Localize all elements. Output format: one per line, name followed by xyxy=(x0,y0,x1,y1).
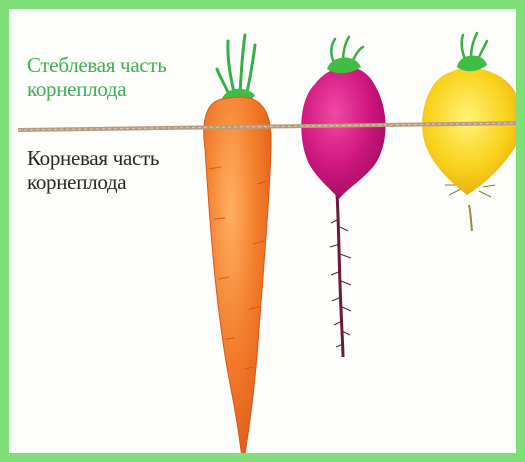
root-part-label: Корневая часть корнеплода xyxy=(27,146,159,194)
turnip-icon xyxy=(422,33,522,231)
stem-part-label-line1: Стеблевая часть xyxy=(27,53,167,77)
beet-icon xyxy=(301,37,385,357)
root-part-label-line1: Корневая часть xyxy=(27,146,159,170)
stem-part-label: Стеблевая часть корнеплода xyxy=(27,53,167,101)
carrot-icon xyxy=(204,35,271,462)
root-part-label-line2: корнеплода xyxy=(27,170,159,194)
stem-part-label-line2: корнеплода xyxy=(27,77,167,101)
